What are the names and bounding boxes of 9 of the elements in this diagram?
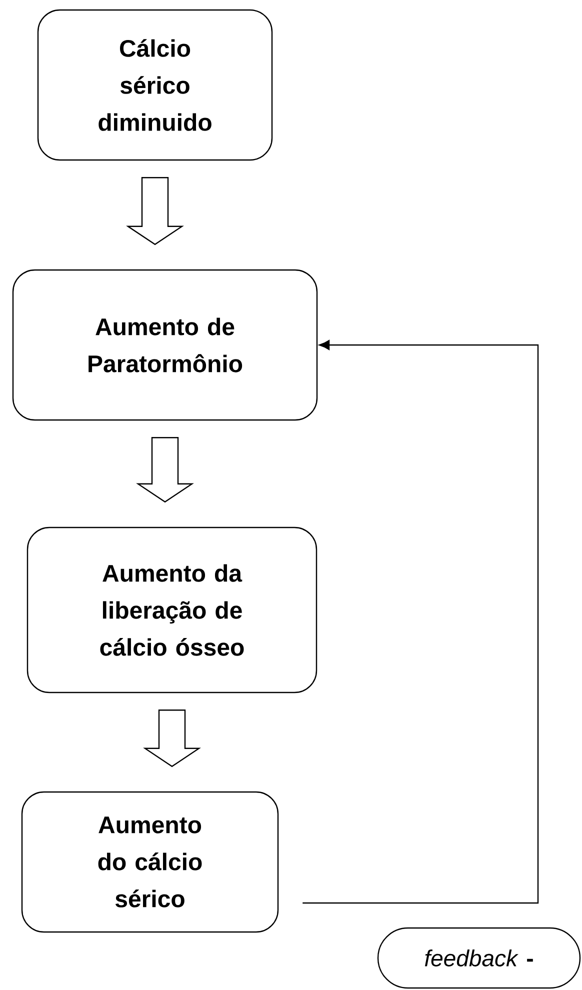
process-box: Aumento da liberação de cálcio ósseo xyxy=(26,526,318,694)
feedback-arrow xyxy=(302,340,539,904)
feedback-pill: feedback - xyxy=(377,927,581,989)
process-box: Cálcio sérico diminuido xyxy=(37,9,273,161)
process-box: Aumento de Paratormônio xyxy=(12,269,318,421)
block-arrow xyxy=(143,710,201,768)
process-box: Aumento do cálcio sérico xyxy=(21,791,279,933)
block-arrow xyxy=(126,177,184,246)
block-arrow xyxy=(136,437,194,503)
